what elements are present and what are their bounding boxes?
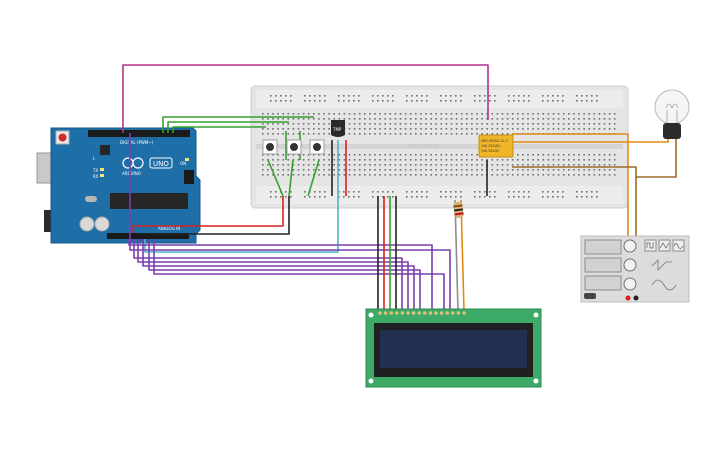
lcd-mount-hole <box>533 378 539 384</box>
arduino-uno-board[interactable]: UNO ARDUINO DIGITAL (PWM~) ANALOG IN TX … <box>36 127 201 244</box>
negative-terminal[interactable] <box>633 295 639 301</box>
lcd-pins <box>378 311 466 315</box>
amplitude-knob[interactable] <box>623 258 637 272</box>
wires <box>122 64 677 312</box>
digital-header <box>88 130 190 137</box>
lcd-mount-hole <box>368 378 374 384</box>
sine-wave-icon <box>673 243 684 249</box>
analog-section-label: ANALOG IN <box>158 226 180 231</box>
generator-display-offset <box>584 275 622 291</box>
temperature-sensor[interactable]: TMP <box>331 120 345 137</box>
temperature-sensor-label: TMP <box>332 127 342 132</box>
wire-green-5 <box>288 159 294 197</box>
wire-brown-bulb <box>636 138 677 178</box>
pushbutton-3[interactable] <box>309 139 325 155</box>
positive-terminal[interactable] <box>625 295 631 301</box>
breadboard[interactable]: CIRCUITS.IO <box>250 85 629 209</box>
usb-chip <box>100 145 110 155</box>
generator-display-frequency <box>584 239 622 255</box>
lcd-mount-hole <box>368 312 374 318</box>
analog-header <box>107 233 189 239</box>
wire-green-1 <box>162 116 314 133</box>
tx-label: TX <box>92 168 98 173</box>
generator-display-amplitude <box>584 257 622 273</box>
atmega-chip <box>110 193 188 209</box>
power-switch[interactable] <box>584 293 596 299</box>
wire-black-power <box>139 196 290 235</box>
capacitor-2 <box>94 216 110 232</box>
uno-label: UNO <box>153 160 169 168</box>
sine-graphic <box>651 279 677 291</box>
wire-purple-4 <box>142 239 415 311</box>
wire-red-power <box>132 196 284 233</box>
square-wave-button[interactable] <box>644 239 657 252</box>
triangle-wave-icon <box>659 242 670 249</box>
wire-purple-1 <box>128 239 433 311</box>
lcd-screen <box>380 330 527 368</box>
arduino-logo <box>122 157 144 169</box>
wire-green-4 <box>267 159 284 197</box>
wire-resistor-grey <box>454 199 459 312</box>
relay-text-3: 10A 30VDC <box>481 149 500 153</box>
on-label: ON <box>180 161 186 166</box>
rx-led <box>100 174 104 177</box>
sine-wave-button[interactable] <box>672 239 685 252</box>
wire-green-2 <box>167 121 289 133</box>
capacitor-1 <box>79 216 95 232</box>
sawtooth-graphic <box>651 259 672 271</box>
wire-purple-6 <box>153 239 445 311</box>
l-label: L <box>93 156 96 161</box>
function-generator[interactable] <box>580 235 690 303</box>
rx-label: RX <box>93 174 99 179</box>
square-wave-icon <box>646 242 654 249</box>
wire-green-6 <box>307 159 320 197</box>
on-led <box>185 158 189 161</box>
breadboard-watermark: CIRCUITS.IO <box>408 144 438 150</box>
relay-text-2: 10A 250VAC <box>481 144 501 148</box>
relay-text-1: SRD-05VDC-SL-C <box>481 139 509 143</box>
pushbutton-1[interactable] <box>262 139 278 155</box>
relay-module[interactable]: SRD-05VDC-SL-C 10A 250VAC 10A 30VDC <box>478 134 514 158</box>
wire-orange-bulb <box>512 138 669 143</box>
lcd-mount-hole <box>533 312 539 318</box>
wire-green-3 <box>172 126 266 133</box>
crystal <box>85 196 97 202</box>
uno-badge <box>149 157 173 169</box>
wire-resistor-orange <box>460 199 465 312</box>
frequency-knob[interactable] <box>623 239 637 253</box>
tx-led <box>100 168 104 171</box>
pushbutton-2[interactable] <box>286 139 302 155</box>
wire-purple-7 <box>129 133 451 311</box>
wire-purple-5 <box>148 239 421 311</box>
wire-purple-2 <box>133 239 403 311</box>
arduino-brand: ARDUINO <box>122 171 141 176</box>
light-bulb[interactable] <box>654 89 690 139</box>
icsp-header <box>184 170 194 184</box>
wire-magenta <box>122 64 489 133</box>
reset-button-cap <box>58 133 67 142</box>
digital-section-label: DIGITAL (PWM~) <box>120 140 154 145</box>
resistor[interactable] <box>453 201 464 219</box>
offset-knob[interactable] <box>623 277 637 291</box>
lcd-16x2[interactable] <box>365 308 542 388</box>
